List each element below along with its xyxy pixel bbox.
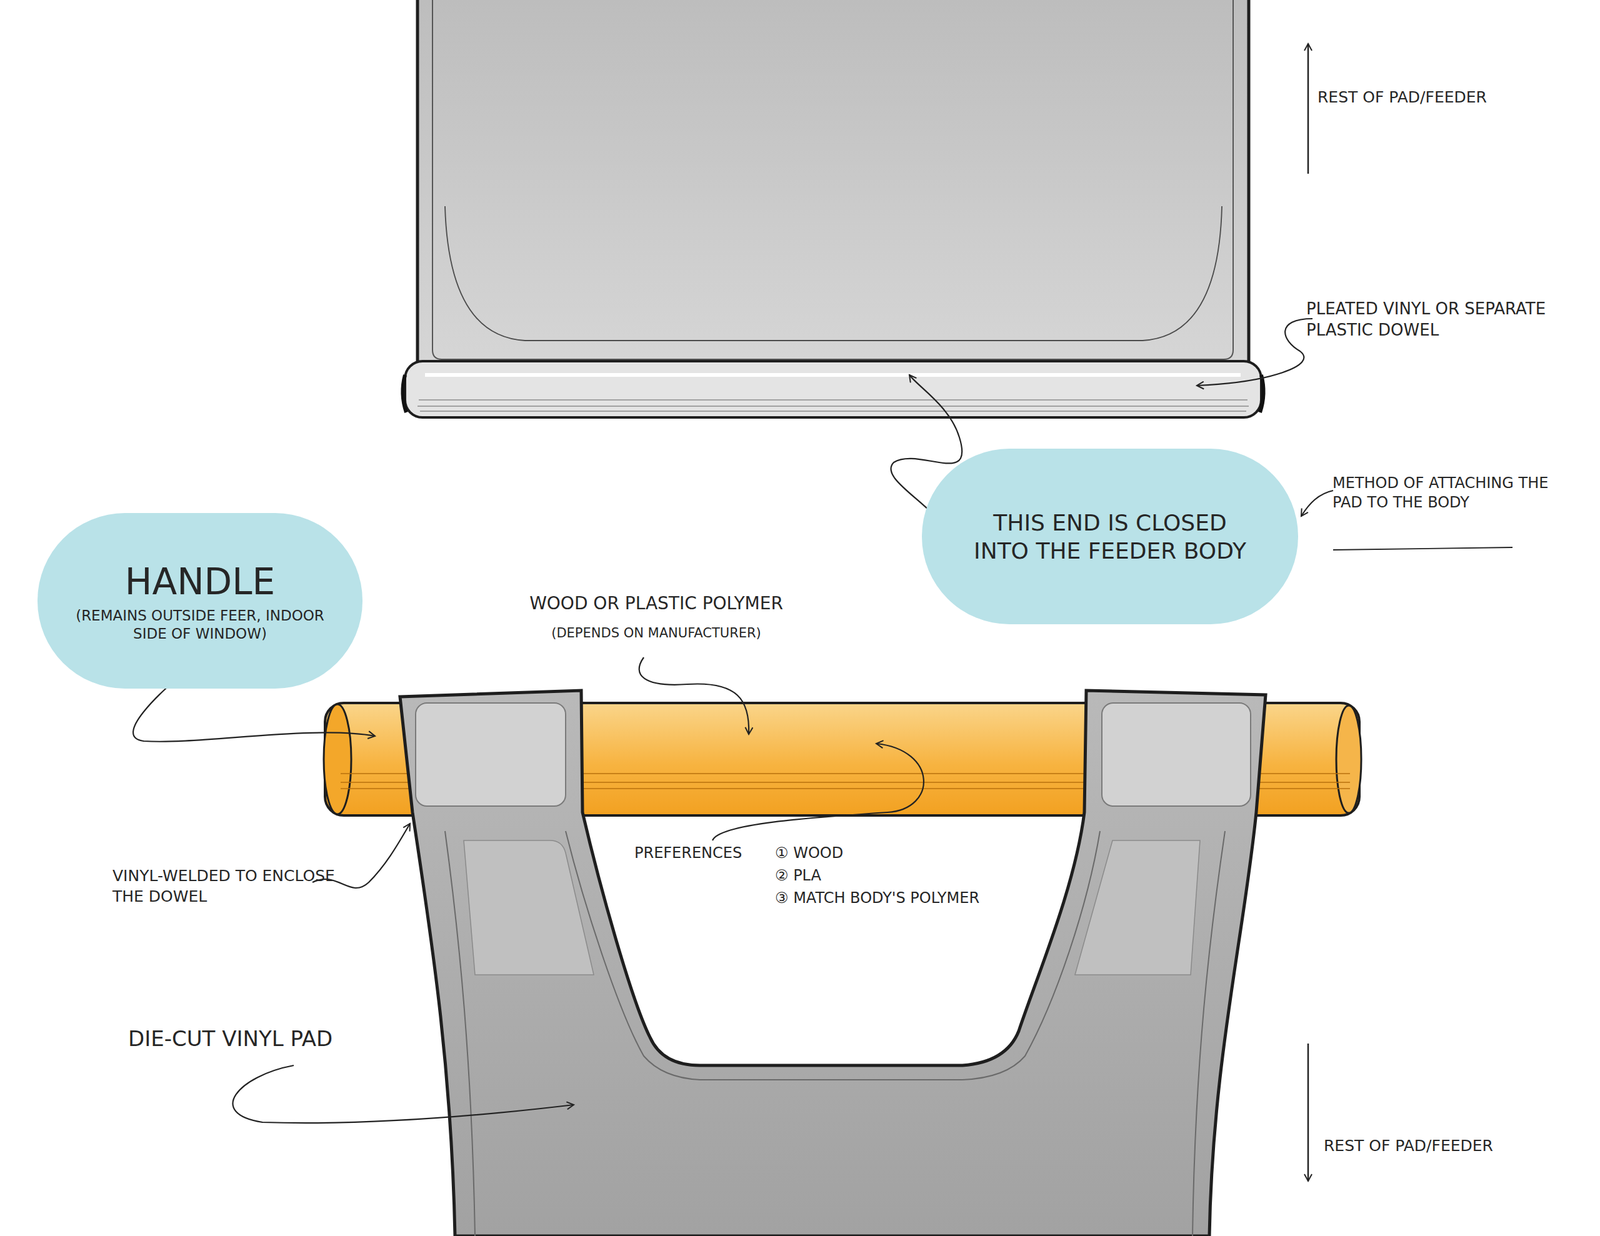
preference-item: ③ MATCH BODY'S POLYMER (775, 888, 1038, 909)
preference-item: ② PLA (775, 866, 1025, 886)
direction-arrow (1307, 43, 1310, 174)
callout-body: (REMAINS OUTSIDE FEER, INDOOR SIDE OF WI… (68, 606, 332, 644)
material-note: (DEPENDS ON MANUFACTURER) (512, 625, 800, 642)
callout-heading: THIS END IS CLOSED INTO THE FEEDER BODY (965, 508, 1255, 565)
part-note: METHOD OF ATTACHING THE PAD TO THE BODY (1332, 473, 1558, 513)
dowel-handle (323, 703, 1362, 816)
top-pad (402, 0, 1264, 418)
leader-lines (133, 318, 1513, 1124)
direction-note: REST OF PAD/FEEDER (1323, 1136, 1587, 1157)
callout-heading: HANDLE (125, 559, 275, 605)
callout-bubble: HANDLE(REMAINS OUTSIDE FEER, INDOOR SIDE… (37, 513, 363, 689)
part-note: PLEATED VINYL OR SEPARATE PLASTIC DOWEL (1306, 298, 1594, 342)
part-name: DIE-CUT VINYL PAD (128, 1025, 416, 1053)
direction-arrow (1307, 1043, 1310, 1182)
die-cut-pad (400, 690, 1266, 1236)
part-note: VINYL-WELDED TO ENCLOSE THE DOWEL (112, 866, 350, 907)
preference-heading: PREFERENCES (634, 843, 779, 864)
preference-item: ① WOOD (775, 843, 1025, 864)
material-note: WOOD OR PLASTIC POLYMER (500, 592, 813, 615)
callout-bubble: THIS END IS CLOSED INTO THE FEEDER BODY (921, 448, 1299, 625)
direction-note: REST OF PAD/FEEDER (1317, 87, 1580, 109)
